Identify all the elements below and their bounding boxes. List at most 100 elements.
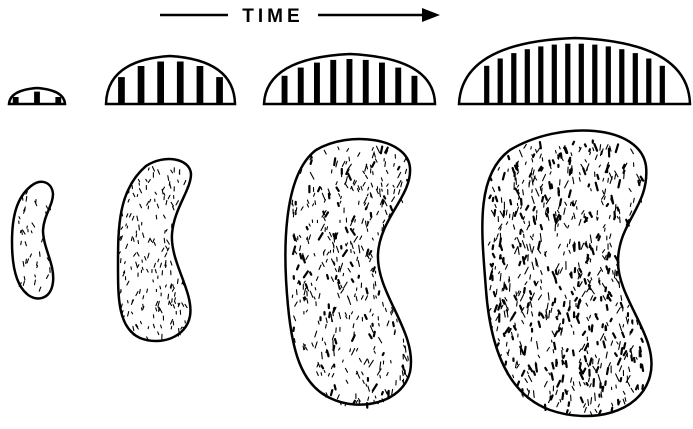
time-arrow: TIME (160, 6, 440, 27)
organ-texture-mark (394, 164, 395, 167)
organ-texture-mark (535, 282, 536, 285)
organ-texture-mark (327, 227, 328, 230)
organ-texture-mark (37, 262, 38, 265)
organ-texture-mark (615, 207, 616, 211)
organ-texture-mark (552, 363, 553, 369)
organ-texture-mark (24, 277, 25, 280)
organ-texture-mark (138, 240, 139, 243)
organ-texture-mark (556, 151, 557, 154)
arch-stripe (592, 45, 597, 103)
organ-texture-mark (493, 254, 495, 257)
organ-texture-mark (376, 296, 377, 298)
organ-texture-mark (620, 217, 621, 223)
organ-texture-mark (379, 324, 380, 326)
organ-texture-mark (517, 361, 518, 365)
organ-texture-mark (353, 324, 354, 328)
organ-texture-mark (578, 304, 579, 309)
organ-texture-mark (314, 254, 315, 256)
organ-texture-mark (510, 284, 511, 292)
organ-texture-mark (554, 343, 555, 349)
organ-texture-mark (510, 200, 511, 204)
arch-stripe (138, 66, 145, 103)
organ-texture-mark (169, 301, 170, 304)
organ-stage-1 (12, 182, 53, 299)
organ-texture-mark (307, 227, 308, 229)
organ-texture-mark (22, 231, 23, 235)
organ-texture-mark (401, 198, 403, 202)
arch-stripe (579, 44, 584, 103)
organ-outline (285, 139, 411, 405)
arch-stage-4 (459, 38, 690, 104)
organ-texture-mark (367, 229, 368, 232)
organ-texture-mark (536, 364, 537, 372)
organ-texture-mark (22, 197, 23, 200)
organ-texture-mark (153, 280, 154, 282)
arch-stripe (395, 68, 401, 103)
organ-texture-mark (122, 213, 123, 216)
arch-stripe (330, 60, 336, 103)
organ-texture-mark (636, 385, 638, 389)
arch-stripe (298, 68, 304, 103)
organ-texture-mark (533, 207, 534, 210)
organ-texture-mark (598, 236, 600, 240)
organ-texture-mark (21, 241, 22, 244)
organ-texture-mark (368, 187, 369, 190)
organ-texture-mark (573, 351, 574, 356)
organ-texture-mark (587, 383, 588, 385)
organ-texture-mark (541, 287, 542, 290)
organ-texture-mark (499, 187, 500, 190)
arch-stripe (606, 46, 611, 103)
organ-texture-mark (564, 252, 565, 255)
organ-texture-mark (175, 293, 176, 297)
organ-texture-mark (164, 238, 165, 243)
organ-texture-mark (315, 201, 316, 205)
organ-texture-mark (357, 257, 358, 260)
organ-texture-mark (587, 255, 588, 258)
organ-texture-mark (171, 326, 172, 329)
organ-texture-mark (621, 348, 622, 354)
organ-texture-mark (507, 371, 508, 374)
organ-texture-mark (494, 210, 495, 215)
arch-stripe (347, 59, 353, 103)
organ-texture-mark (562, 393, 563, 399)
organ-texture-mark (178, 279, 179, 283)
organ-texture-mark (603, 386, 604, 392)
arch-stripe (55, 97, 61, 103)
organ-texture-mark (121, 304, 122, 307)
organ-texture-mark (517, 302, 518, 307)
organ-texture-mark (577, 314, 578, 318)
organ-texture-mark (329, 313, 330, 318)
arch-stripe (498, 59, 503, 104)
organ-texture-mark (528, 304, 529, 308)
organ-texture-mark (121, 259, 122, 263)
organ-texture-mark (341, 196, 342, 198)
organ-texture-mark (354, 252, 355, 254)
organ-texture-mark (607, 368, 608, 374)
organ-texture-mark (641, 339, 642, 342)
arch-stripe (177, 62, 184, 104)
organ-texture-mark (306, 284, 307, 288)
organ-texture-mark (578, 276, 579, 279)
organ-texture-mark (303, 346, 304, 350)
organ-texture-mark (310, 272, 311, 274)
organ-texture-mark (405, 346, 406, 352)
organ-texture-mark (493, 245, 494, 249)
organ-texture-mark (591, 189, 592, 191)
organ-texture-mark (334, 158, 335, 165)
organ-texture-mark (380, 193, 381, 197)
organ-texture-mark (489, 196, 490, 199)
organ-texture-mark (374, 295, 375, 298)
organ-texture-mark (142, 267, 143, 270)
organ-texture-mark (354, 401, 355, 404)
organ-texture-mark (343, 360, 344, 362)
organ-texture-mark (315, 288, 316, 290)
organ-texture-mark (570, 274, 572, 278)
arch-stripe (379, 63, 385, 103)
organ-texture-mark (553, 303, 554, 305)
organ-texture-mark (395, 331, 396, 334)
arch-stripe (484, 66, 489, 103)
organ-texture-mark (608, 178, 609, 182)
organ-texture-mark (519, 196, 520, 199)
organ-texture-mark (26, 259, 27, 263)
